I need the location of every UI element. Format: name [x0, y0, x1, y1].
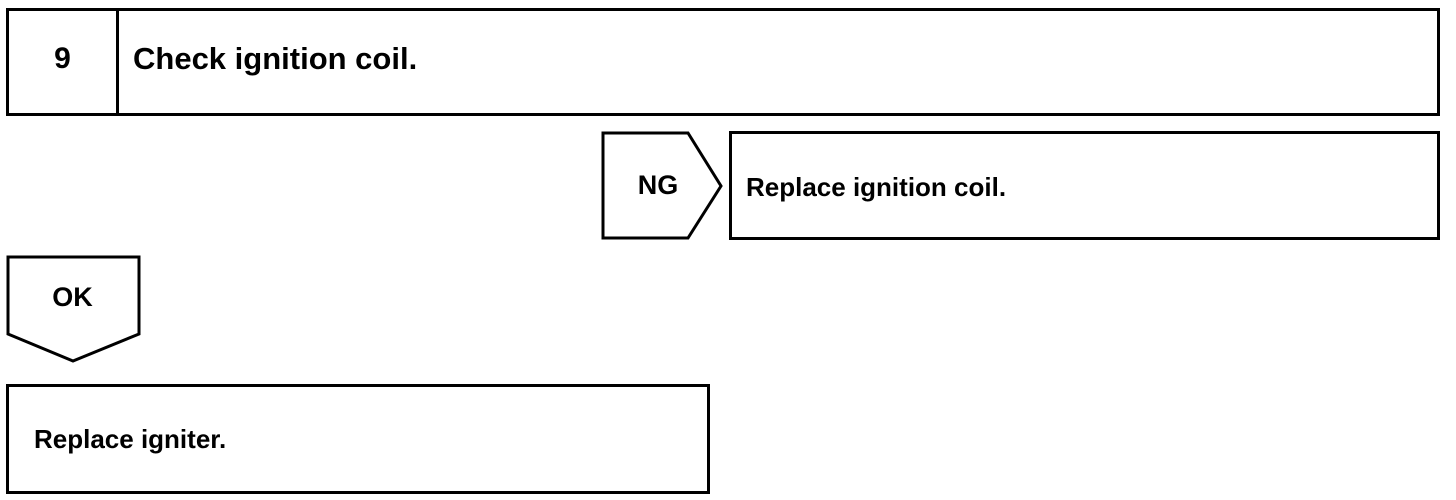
final-action-text: Replace igniter.	[34, 424, 227, 454]
step-number: 9	[54, 42, 71, 75]
ng-arrow-shape	[601, 131, 723, 240]
ok-label: OK	[52, 282, 93, 312]
step-box	[6, 8, 1440, 116]
step-title: Check ignition coil.	[133, 41, 418, 76]
ng-action-text: Replace ignition coil.	[746, 172, 1007, 202]
final-action-box	[6, 384, 710, 494]
ok-arrow-shape	[6, 255, 141, 363]
step-divider	[116, 8, 119, 116]
ng-action-box	[729, 131, 1440, 240]
ng-label: NG	[637, 170, 679, 200]
